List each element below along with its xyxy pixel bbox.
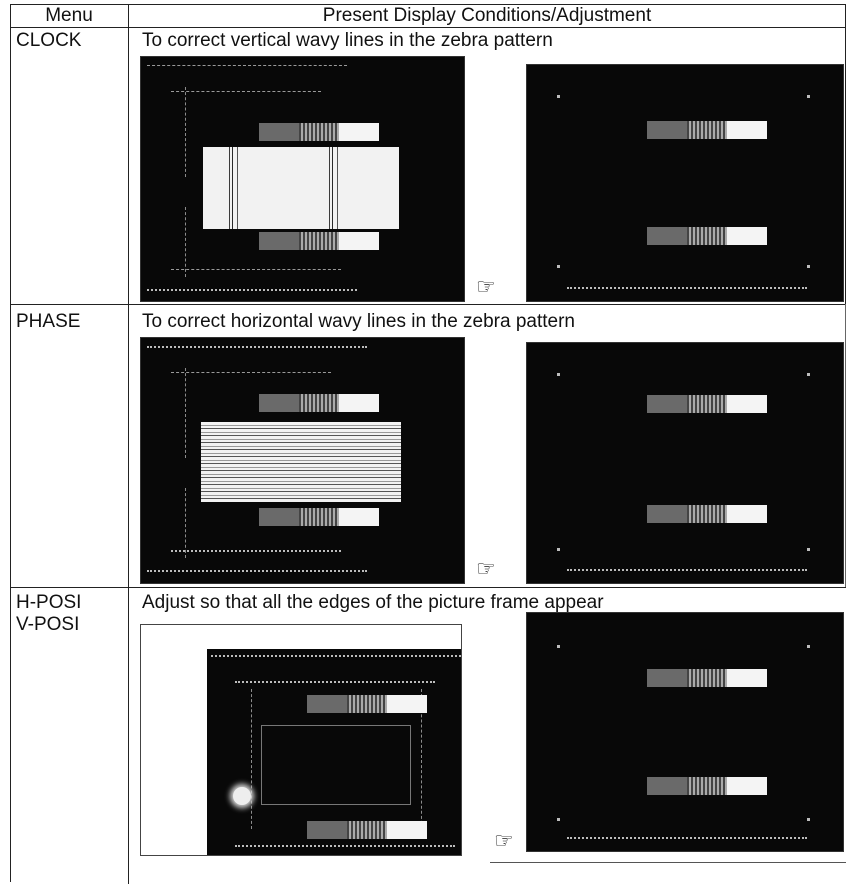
screen-tick-line [171, 91, 321, 92]
table-border-left [10, 4, 11, 882]
menu-column-header: Menu [45, 5, 93, 26]
screen-tick-line [147, 65, 347, 66]
screen-tick-line [147, 346, 367, 348]
test-bar-bottom [307, 821, 427, 839]
screen-tick-line [171, 372, 331, 373]
test-bar-bottom [647, 227, 767, 245]
test-bar-top [307, 695, 427, 713]
screen-tick-line [211, 655, 461, 657]
test-bar-top [647, 669, 767, 687]
screen-tick-line [567, 569, 807, 571]
screen-tick-line [235, 681, 435, 683]
menu-phase: PHASE [16, 311, 81, 332]
test-bar-bottom [647, 505, 767, 523]
clock-before-screen [140, 56, 465, 302]
clock-after-screen [526, 64, 844, 302]
test-bar-top [647, 395, 767, 413]
test-bar-top [259, 123, 379, 141]
zebra-pattern-vertical-wavy [203, 147, 399, 229]
row-divider-1 [10, 304, 846, 305]
screen-tick-line [251, 689, 252, 829]
test-bar-bottom [259, 232, 379, 250]
phase-before-screen [140, 337, 465, 584]
screen-tick-line [567, 837, 807, 839]
screen-tick-line [147, 289, 357, 291]
test-bar-bottom [647, 777, 767, 795]
header-divider [10, 27, 846, 28]
table-bottom-line [490, 862, 846, 863]
table-border-right [845, 4, 846, 304]
table-border-top [10, 4, 846, 5]
test-bar-top [259, 394, 379, 412]
position-before-screen [140, 624, 462, 856]
pointing-hand-icon: ☞ [476, 274, 496, 299]
screen-tick-line [185, 368, 186, 458]
screen-tick-line [235, 845, 455, 847]
table-border-right-mid [845, 304, 846, 587]
screen-tick-line [567, 287, 807, 289]
screen-tick-line [185, 207, 186, 277]
phase-description: To correct horizontal wavy lines in the … [142, 311, 575, 332]
screen-tick-line [147, 570, 367, 572]
pointing-hand-icon: ☞ [494, 828, 514, 853]
conditions-column-header: Present Display Conditions/Adjustment [322, 5, 652, 26]
position-after-screen [526, 612, 844, 852]
screen-tick-line [185, 87, 186, 177]
pointing-hand-icon: ☞ [476, 556, 496, 581]
position-description: Adjust so that all the edges of the pict… [142, 592, 604, 613]
column-divider [128, 4, 129, 884]
screen-tick-line [171, 269, 341, 270]
screen-tick-line [421, 689, 422, 829]
screen-tick-line [185, 488, 186, 558]
screen-tick-line [171, 550, 341, 552]
test-bar-top [647, 121, 767, 139]
cursor-starburst-icon [233, 787, 251, 805]
offset-picture-frame [207, 649, 461, 855]
test-bar-bottom [259, 508, 379, 526]
zebra-pattern-horizontal-wavy [201, 422, 401, 502]
menu-clock: CLOCK [16, 30, 82, 51]
clock-description: To correct vertical wavy lines in the ze… [142, 30, 553, 51]
row-divider-2 [10, 587, 846, 588]
adjustment-table: Menu Present Display Conditions/Adjustme… [10, 4, 846, 884]
phase-after-screen [526, 342, 844, 584]
menu-h-posi-v-posi: H-POSI V-POSI [16, 592, 82, 635]
